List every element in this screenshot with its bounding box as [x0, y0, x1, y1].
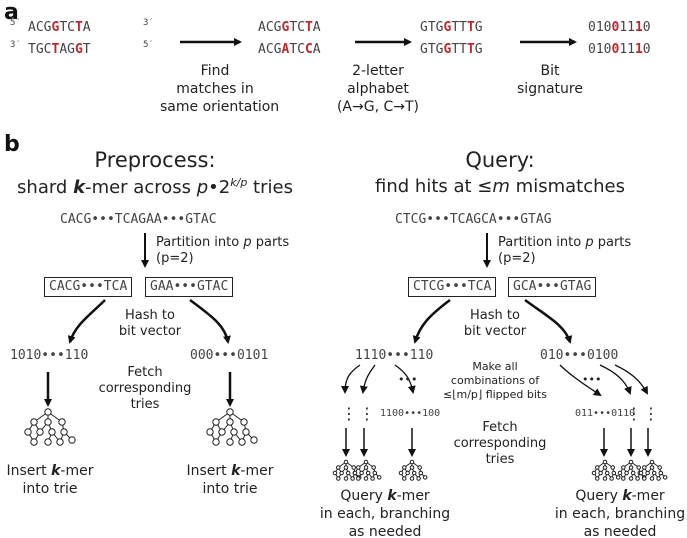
vdots-3: ⋮ — [626, 404, 642, 423]
prime-5-bottom: 5′ — [143, 40, 154, 50]
flipped-bits-right: 011•••0110 — [575, 408, 636, 419]
prime-3-top: 3′ — [143, 18, 154, 28]
prime-5-top: 5′ — [10, 18, 21, 28]
arrow-pre-hash-left — [67, 299, 106, 344]
insert-right-label: Insert k-mer into trie — [186, 463, 274, 497]
query-title: Query: — [465, 148, 535, 172]
flipped-bits-left: 1100•••100 — [380, 408, 441, 419]
bits-bottom: 01001110 — [588, 42, 651, 57]
query-kmer: CTCG•••TCAGCA•••GTAG — [395, 212, 552, 227]
seq-oriented-bottom: ACGATCCA — [258, 42, 321, 57]
arrow-pre-hash-right — [189, 298, 231, 344]
trie-icon-q3 — [398, 459, 428, 481]
query-left-label: Query k-mer in each, branching as needed — [319, 488, 451, 538]
seq-strand-bottom: TGCTAGGT — [28, 42, 91, 57]
seq-oriented-top: ACGGTCTA — [258, 20, 321, 35]
arrow-q-hash-left — [412, 299, 451, 344]
pre-bits-1: 1010•••110 — [10, 348, 89, 363]
arrow-q-flip-r1 — [559, 364, 602, 397]
preprocess-subtitle: shard k-mer across p•2k/p tries — [17, 176, 293, 198]
arrow-q-flip-l3 — [394, 364, 416, 394]
bits-top: 01001110 — [588, 20, 651, 35]
pre-bits-2: 000•••0101 — [190, 348, 269, 363]
query-part-2: GCA•••GTAG — [508, 277, 597, 297]
prime-3-bottom: 3′ — [10, 40, 21, 50]
vdots-2: ⋮ — [359, 404, 375, 423]
seq-alphabet-bottom: GTGGTTTG — [420, 42, 483, 57]
query-bits-1: 1110•••110 — [355, 348, 434, 363]
arrow-q-flip-l1 — [341, 364, 361, 394]
panel-b-label: b — [4, 132, 20, 157]
vdots-4: ⋮ — [643, 404, 659, 423]
vdots-1: ⋮ — [341, 404, 357, 423]
trie-icon-pre-right — [206, 408, 258, 446]
pre-part-2: GAA•••GTAC — [145, 277, 234, 297]
flip-ellipsis-left: ••• — [398, 373, 418, 386]
arrow-q-flip-r3 — [614, 364, 648, 395]
query-subtitle: find hits at ≤m mismatches — [375, 176, 625, 197]
trie-icon-q5 — [617, 459, 647, 481]
trie-icon-pre-left — [24, 408, 76, 446]
trie-icon-q2 — [352, 459, 382, 481]
arrow-q-flip-r2 — [599, 364, 632, 395]
query-bits-2: 010•••0100 — [540, 348, 619, 363]
query-part-1: CTCG•••TCA — [408, 277, 497, 297]
pre-part-1: CACG•••TCA — [44, 277, 133, 297]
flip-ellipsis-right: ••• — [582, 373, 602, 386]
arrow-q-hash-right — [524, 298, 573, 344]
panel-a-label: a — [4, 0, 19, 25]
arrow-q-flip-l2 — [359, 364, 376, 394]
seq-alphabet-top: GTGGTTTG — [420, 20, 483, 35]
query-partition-label: Partition into p parts (p=2) — [498, 235, 632, 266]
query-right-label: Query k-mer in each, branching as needed — [554, 488, 686, 538]
preprocess-title: Preprocess: — [94, 148, 216, 172]
pre-kmer: CACG•••TCAGAA•••GTAC — [60, 212, 217, 227]
trie-icon-q1 — [332, 459, 362, 481]
pre-partition-label: Partition into p parts (p=2) — [156, 235, 290, 266]
trie-icon-q4 — [591, 459, 621, 481]
seq-strand-top: ACGGTCTA — [28, 20, 91, 35]
insert-left-label: Insert k-mer into trie — [6, 463, 94, 497]
trie-icon-q6 — [638, 459, 668, 481]
